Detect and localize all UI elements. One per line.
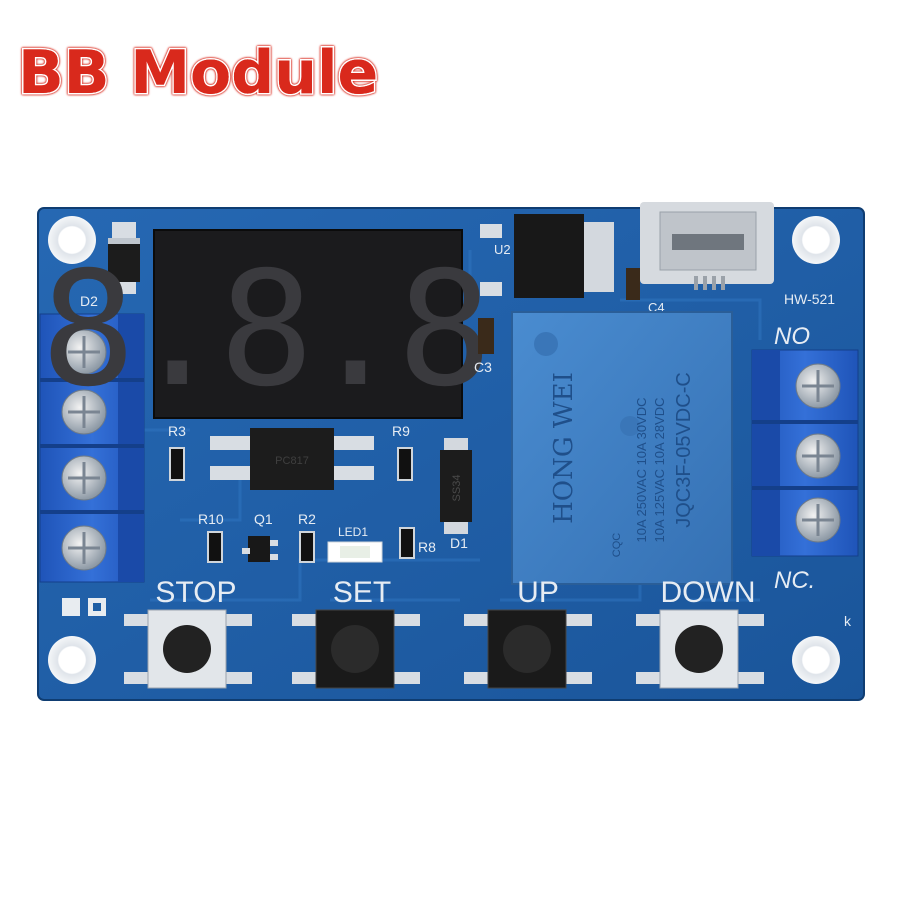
resistor-r3 xyxy=(169,447,185,481)
set-button[interactable] xyxy=(292,609,420,689)
seven-segment-display: 8.8.8. xyxy=(41,229,581,422)
brand-logo-text: BB Module xyxy=(16,37,379,110)
label-r9: R9 xyxy=(392,423,410,439)
capacitor-c4 xyxy=(626,268,640,300)
relay-rating-1: 10A 250VAC 10A 30VDC xyxy=(634,397,649,542)
pcb-traces xyxy=(140,250,762,602)
regulator-u2 xyxy=(480,214,614,298)
pad-1 xyxy=(62,598,80,616)
label-r3: R3 xyxy=(168,423,186,439)
diode-d2 xyxy=(108,222,140,294)
label-up: UP xyxy=(517,576,559,609)
mounting-holes xyxy=(48,216,840,684)
relay-cert: CQC xyxy=(611,533,623,558)
up-button[interactable] xyxy=(464,609,592,689)
diode-d1: SS34 xyxy=(440,438,472,534)
micro-usb-port[interactable] xyxy=(640,202,774,290)
relay-brand-label: HONG WEI xyxy=(549,372,579,524)
label-down: DOWN xyxy=(661,576,756,609)
label-k: k xyxy=(844,613,852,629)
resistor-r8 xyxy=(399,527,415,559)
output-terminal-block xyxy=(751,349,859,557)
optocoupler-pc817: PC817 xyxy=(210,428,374,490)
label-r10: R10 xyxy=(198,511,224,527)
label-model: HW-521 xyxy=(784,291,835,307)
relay-rating-2: 10A 125VAC 10A 28VDC xyxy=(652,397,667,542)
label-r8: R8 xyxy=(418,539,436,555)
input-terminal-block xyxy=(39,313,145,583)
label-nc: NC. xyxy=(774,567,815,594)
label-no: NO xyxy=(774,323,810,350)
label-q1: Q1 xyxy=(254,511,273,527)
diode-marking: SS34 xyxy=(451,475,463,502)
stop-button[interactable] xyxy=(124,609,252,689)
capacitor-c3 xyxy=(478,318,494,354)
label-u2: U2 xyxy=(494,242,511,257)
transistor-q1 xyxy=(242,536,278,562)
resistor-r9 xyxy=(397,447,413,481)
resistor-r10 xyxy=(207,531,223,563)
relay-hong-wei: HONG WEI 10A 250VAC 10A 30VDC 10A 125VAC… xyxy=(511,311,733,585)
relay-model: JQC3F-05VDC-C xyxy=(673,372,695,528)
led1 xyxy=(327,541,383,563)
resistor-r2 xyxy=(299,531,315,563)
optocoupler-marking: PC817 xyxy=(275,455,309,467)
label-led1: LED1 xyxy=(338,525,368,539)
label-c3: C3 xyxy=(474,359,492,375)
label-d2: D2 xyxy=(80,293,98,309)
label-stop: STOP xyxy=(155,576,236,609)
display-digits: 8.8.8. xyxy=(41,238,576,422)
label-r2: R2 xyxy=(298,511,316,527)
down-button[interactable] xyxy=(636,609,764,689)
label-d1: D1 xyxy=(450,535,468,551)
label-set: SET xyxy=(333,576,391,609)
